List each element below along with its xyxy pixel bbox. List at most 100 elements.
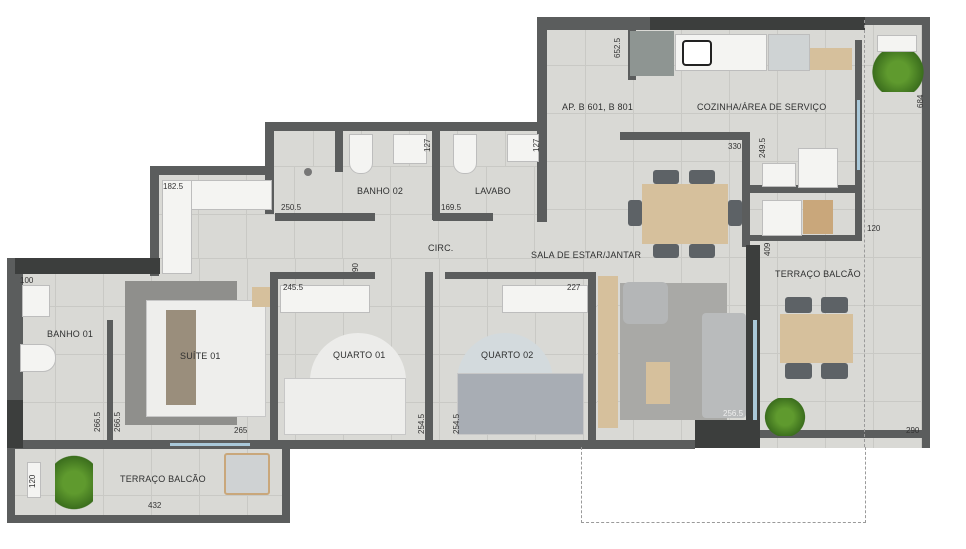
dining-table	[642, 184, 728, 244]
wardrobe	[502, 285, 588, 313]
dimension-label: 432	[148, 501, 162, 510]
wall	[7, 400, 23, 448]
wall	[539, 122, 547, 220]
wall	[265, 122, 547, 131]
chair	[785, 297, 812, 313]
bedspread	[166, 310, 196, 405]
wardrobe	[162, 180, 192, 274]
dimension-label: 254.5	[452, 413, 461, 434]
room-label-suite01: SUÍTE 01	[180, 351, 221, 361]
window	[857, 100, 860, 170]
wall	[650, 17, 865, 30]
washing-machine-icon	[798, 148, 838, 188]
plant-icon	[55, 450, 93, 515]
toilet-icon	[453, 134, 477, 174]
dimension-label: 127	[423, 138, 432, 152]
dimension-label: 227	[567, 283, 581, 292]
dimension-label: 254.5	[417, 413, 426, 434]
window	[170, 443, 250, 446]
wall	[15, 440, 695, 449]
dimension-label: 120	[28, 474, 37, 488]
dimension-label: 265	[234, 426, 248, 435]
wall	[865, 17, 930, 25]
refrigerator	[630, 31, 674, 76]
dimension-label: 266.5	[93, 411, 102, 432]
chair	[689, 170, 715, 184]
wall	[270, 272, 278, 442]
shower-icon	[304, 168, 312, 176]
sink-icon	[22, 285, 50, 317]
terrace-table	[780, 314, 853, 363]
dashed-outline	[581, 447, 866, 523]
wall	[150, 166, 274, 175]
room-label-bath02: BANHO 02	[357, 186, 404, 196]
wall	[433, 213, 493, 221]
wall	[275, 213, 375, 221]
room-label-terrace-left: TERRAÇO BALCÃO	[120, 474, 206, 484]
wall	[7, 258, 15, 523]
dimension-label: 120	[867, 224, 881, 233]
chair	[653, 170, 679, 184]
bed	[457, 373, 584, 435]
room-label-living: SALA DE ESTAR/JANTAR	[531, 250, 642, 260]
window	[753, 320, 757, 420]
dimension-label: 90	[351, 263, 360, 272]
wall	[7, 515, 290, 523]
laundry-sink-icon	[762, 163, 796, 187]
dimension-label: 684	[916, 94, 925, 108]
armchair	[224, 453, 270, 495]
chair	[785, 363, 812, 379]
coffee-table	[646, 362, 670, 404]
dimension-label: 249.5	[758, 137, 767, 158]
wall	[620, 132, 750, 140]
cooktop-icon	[803, 200, 833, 234]
chair	[653, 244, 679, 258]
sofa	[702, 313, 746, 418]
service-sink-icon	[762, 200, 802, 236]
dimension-label: 182.5	[163, 182, 184, 191]
stove-icon	[768, 34, 810, 71]
armchair	[623, 282, 668, 324]
room-label-circ: CIRC.	[428, 243, 454, 253]
chair	[728, 200, 742, 226]
room-label-kitchen: COZINHA/ÁREA DE SERVIÇO	[697, 102, 827, 112]
dashed-line	[864, 20, 865, 447]
dimension-label: 409	[763, 242, 772, 256]
wall	[432, 122, 440, 220]
dimension-label: 245.5	[283, 283, 304, 292]
wall	[150, 166, 159, 276]
air-conditioner-icon	[27, 462, 41, 498]
wardrobe	[280, 285, 370, 313]
plant-icon	[764, 398, 806, 436]
wall	[445, 272, 595, 279]
dimension-label: 290	[906, 426, 920, 435]
bed	[284, 378, 406, 435]
wall	[107, 320, 113, 440]
dimension-label: 652.5	[613, 37, 622, 58]
room-label-terrace-right: TERRAÇO BALCÃO	[775, 269, 861, 279]
nightstand	[252, 287, 270, 307]
room-label-quarto02: QUARTO 02	[481, 350, 534, 360]
sink-icon	[393, 134, 427, 164]
kitchen-sink-icon	[682, 40, 712, 66]
apartment-label: AP. B 601, B 801	[562, 102, 634, 112]
chair	[628, 200, 642, 226]
dimension-label: 266.5	[113, 411, 122, 432]
wall	[742, 185, 862, 193]
wall	[588, 272, 596, 442]
dimension-label: 250.5	[281, 203, 302, 212]
plant-icon	[868, 52, 928, 92]
dimension-label: 127	[532, 138, 541, 152]
wall	[922, 17, 930, 448]
toilet-icon	[349, 134, 373, 174]
wall	[750, 235, 862, 241]
counter-wood	[810, 48, 852, 70]
tv-panel	[598, 276, 618, 428]
chair	[821, 363, 848, 379]
wall	[760, 430, 930, 438]
wall	[335, 122, 343, 172]
dimension-label: 330	[728, 142, 742, 151]
dimension-label: 169.5	[441, 203, 462, 212]
chair	[689, 244, 715, 258]
room-label-bath01: BANHO 01	[47, 329, 94, 339]
